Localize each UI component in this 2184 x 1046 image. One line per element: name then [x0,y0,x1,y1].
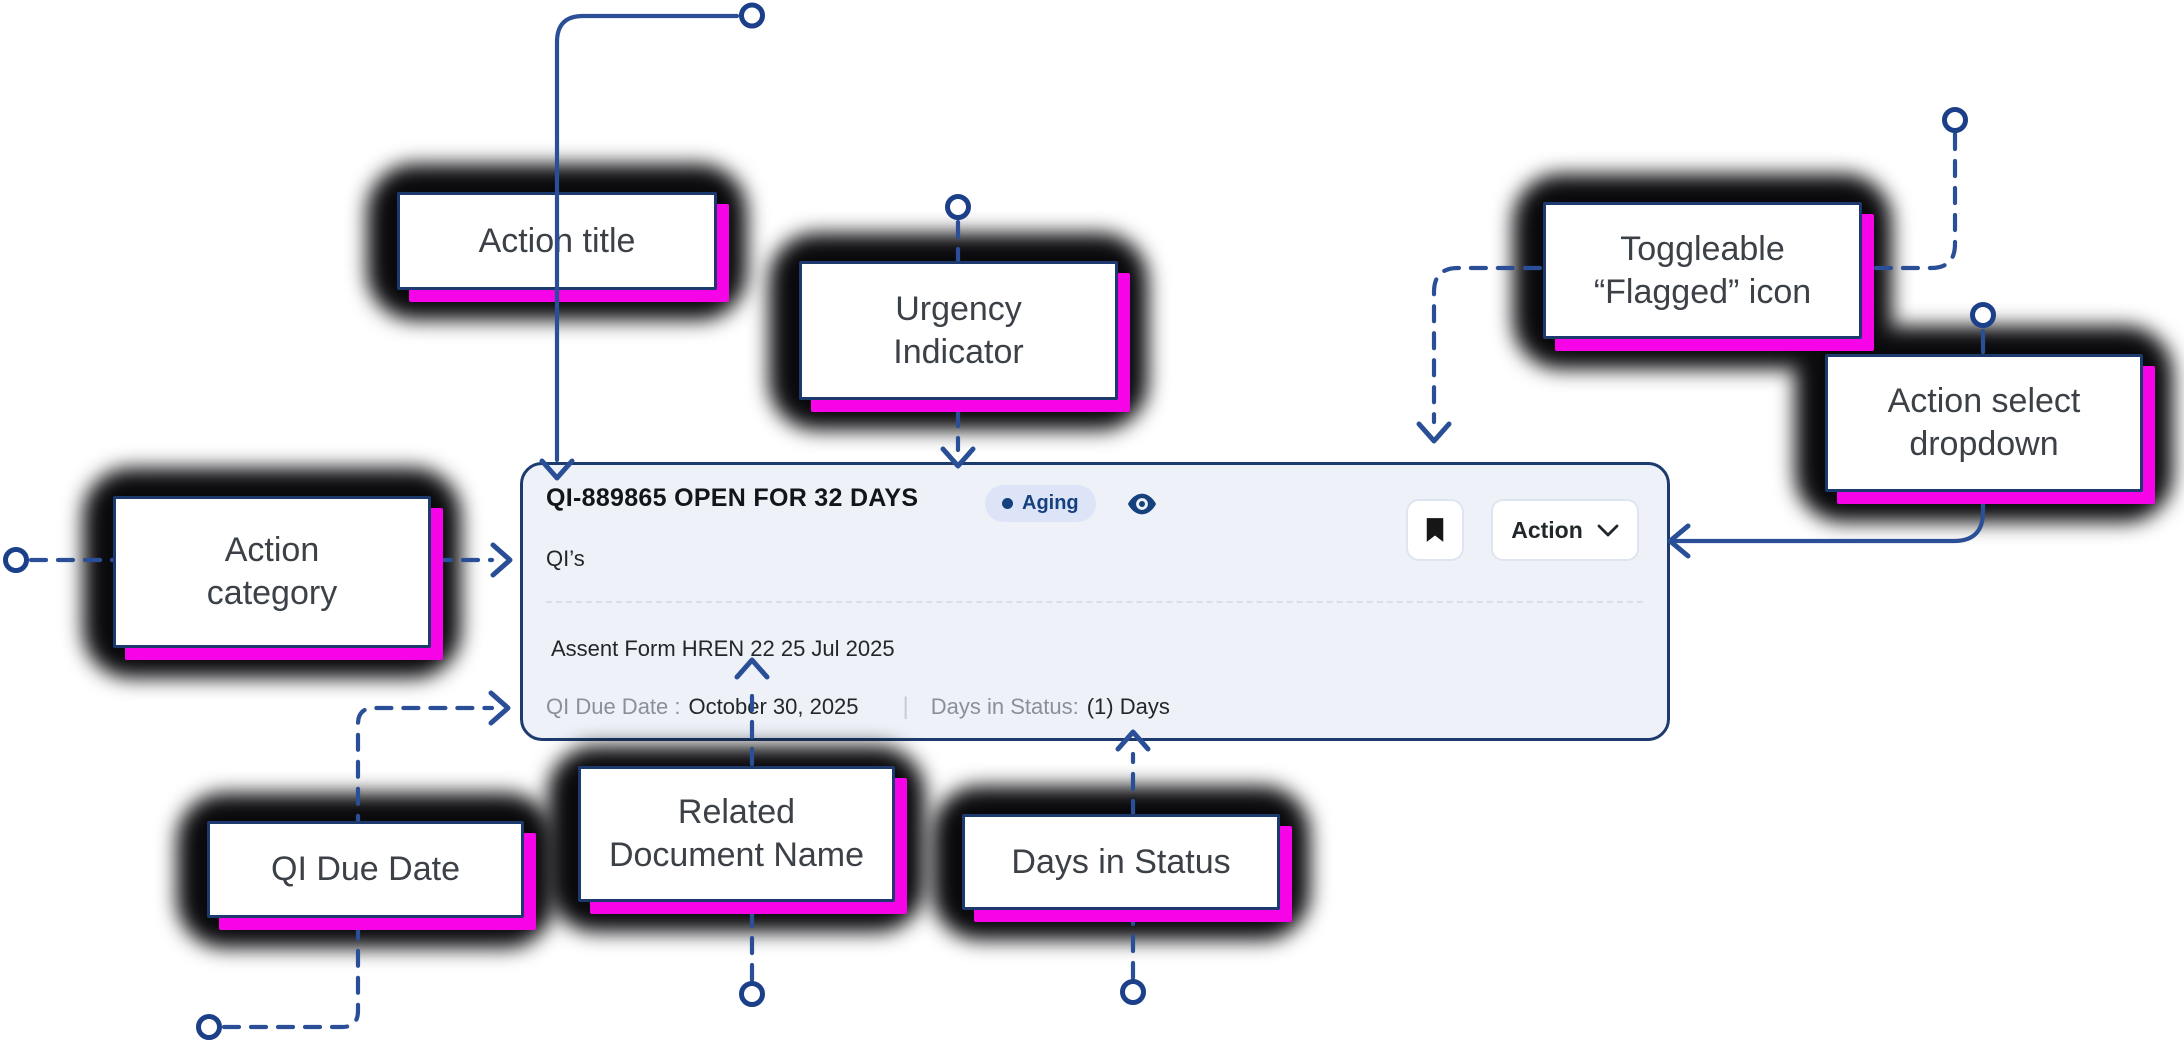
callout-urgency-indicator: Urgency Indicator [799,261,1118,400]
status-badge: Aging [985,485,1096,522]
callout-flagged-icon: Toggleable “Flagged” icon [1543,202,1862,339]
anchor-dot [945,194,971,220]
due-date-value: October 30, 2025 [688,694,859,719]
anchor-dot [739,981,765,1007]
anchor-dot [1970,302,1996,328]
due-date-label: QI Due Date : [546,694,681,719]
chevron-down-icon [1597,524,1619,536]
card-category: QI’s [546,546,585,571]
callout-label: Action select dropdown [1887,382,2081,463]
anchor-dot [1942,107,1968,133]
callout-label: Action category [206,531,338,612]
card-title: QI-889865 OPEN FOR 32 DAYS [546,484,919,512]
flag-toggle-button[interactable] [1406,499,1464,561]
callout-action-title: Action title [397,192,717,290]
eye-icon[interactable] [1127,493,1157,515]
card-divider [546,601,1643,603]
callout-label: Action title [478,221,636,260]
callout-label: Urgency Indicator [893,289,1024,371]
callout-days-in-status: Days in Status [962,814,1280,910]
meta-separator: | [902,693,909,720]
related-document-name: Assent Form HREN 22 25 Jul 2025 [551,636,895,661]
bookmark-filled-icon [1426,518,1444,542]
action-select-button[interactable]: Action [1491,499,1639,561]
callout-label: QI Due Date [271,850,460,889]
callout-action-category: Action category [113,496,431,648]
callout-related-document: Related Document Name [578,766,895,902]
callout-label: Days in Status [1011,842,1231,881]
anchor-dot [739,2,765,29]
days-in-status-label: Days in Status: [930,694,1079,719]
anchor-dot [196,1014,222,1040]
callout-label: Toggleable “Flagged” icon [1593,229,1812,311]
anchor-dot [3,547,29,573]
action-button-label: Action [1511,516,1583,543]
callout-action-select: Action select dropdown [1825,354,2143,492]
status-dot [1002,498,1013,509]
anchor-dot [1120,979,1146,1005]
card-meta-row: QI Due Date : October 30, 2025 | Days in… [546,693,1170,721]
qi-task-card: QI-889865 OPEN FOR 32 DAYS Aging Action … [520,462,1670,741]
callout-qi-due-date: QI Due Date [207,821,524,918]
callout-label: Related Document Name [608,793,865,874]
days-in-status-value: (1) Days [1086,694,1170,719]
status-badge-label: Aging [1022,492,1079,514]
